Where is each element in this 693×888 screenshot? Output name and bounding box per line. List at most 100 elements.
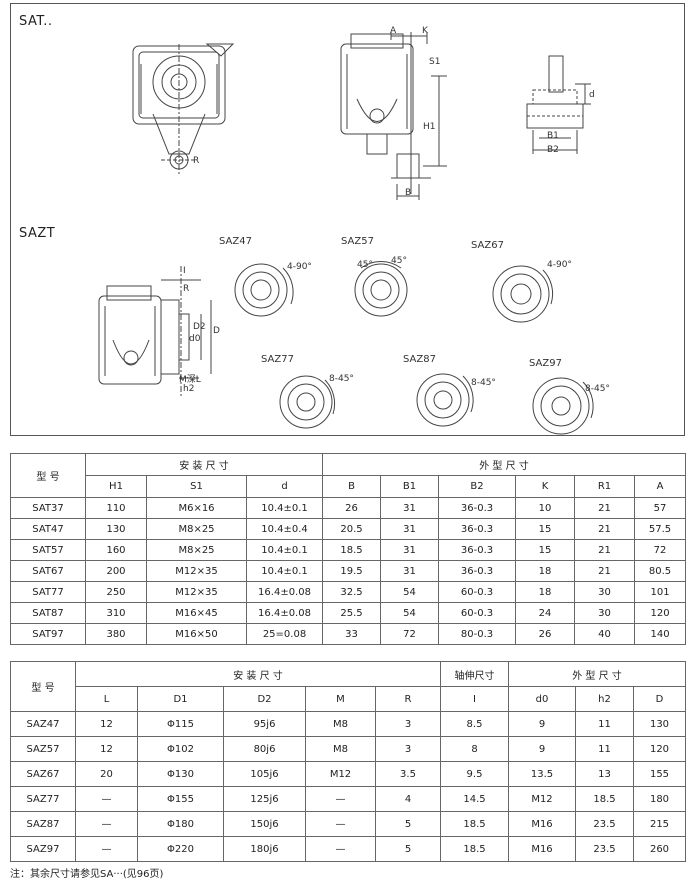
col-header: M [305, 686, 376, 712]
dim-d: d [589, 90, 595, 100]
dim-H1: H1 [423, 122, 436, 132]
sazt-side-view [98, 266, 212, 398]
model-cell: SAT57 [10, 539, 86, 561]
value-cell: 31 [380, 539, 440, 561]
value-cell: Φ220 [137, 836, 224, 862]
value-cell: Φ115 [137, 711, 224, 737]
value-cell: 40 [574, 623, 636, 645]
sat-dimension-table: 型 号 安 装 尺 寸 外 型 尺 寸 H1 S1 d B B1 B2 K R1… [10, 453, 687, 645]
dim-M: M深L [179, 375, 201, 385]
value-cell: 23.5 [575, 836, 634, 862]
value-cell: — [75, 786, 138, 812]
variant-angle: 8-45° [329, 374, 354, 384]
dim-B: B [405, 188, 412, 198]
col-header: D2 [223, 686, 306, 712]
value-cell: 15 [515, 539, 576, 561]
shaft-dims-header: 轴伸尺寸 [440, 661, 509, 687]
value-cell: 125j6 [223, 786, 306, 812]
value-cell: 60-0.3 [438, 602, 517, 624]
col-header: R1 [574, 475, 636, 498]
value-cell: 20 [75, 761, 138, 787]
saz-variant-flanges [234, 261, 594, 435]
model-cell: SAT47 [10, 518, 86, 540]
model-cell: SAT77 [10, 581, 86, 603]
value-cell: 110 [85, 497, 147, 519]
value-cell: M12 [508, 786, 576, 812]
value-cell: 18 [515, 581, 576, 603]
variant-name: SAZ47 [219, 236, 252, 247]
value-cell: Φ155 [137, 786, 224, 812]
model-cell: SAT87 [10, 602, 86, 624]
value-cell: 25.5 [322, 602, 382, 624]
value-cell: 380 [85, 623, 147, 645]
value-cell: 3.5 [375, 761, 441, 787]
value-cell: 10 [515, 497, 576, 519]
col-header: d [245, 475, 324, 498]
value-cell: 30 [574, 602, 636, 624]
value-cell: 23.5 [575, 811, 634, 837]
value-cell: 101 [634, 581, 687, 603]
value-cell: 20.5 [322, 518, 382, 540]
install-dims-header: 安 装 尺 寸 [75, 661, 441, 687]
sat-front-view [132, 43, 235, 176]
value-cell: 24 [515, 602, 576, 624]
value-cell: 160 [85, 539, 147, 561]
value-cell: 11 [575, 736, 634, 762]
dim-S1: S1 [429, 57, 441, 67]
value-cell: 72 [380, 623, 440, 645]
variant-angle: 45° [357, 260, 373, 270]
dim-R: R [193, 156, 200, 166]
value-cell: 4 [375, 786, 441, 812]
value-cell: 130 [85, 518, 147, 540]
value-cell: 14.5 [440, 786, 509, 812]
dim-A: A [390, 26, 397, 36]
value-cell: 10.4±0.1 [245, 539, 324, 561]
value-cell: Φ130 [137, 761, 224, 787]
value-cell: 36-0.3 [438, 539, 517, 561]
value-cell: M16×45 [146, 602, 247, 624]
value-cell: 19.5 [322, 560, 382, 582]
col-header: A [634, 475, 687, 498]
value-cell: 54 [380, 581, 440, 603]
value-cell: 180j6 [223, 836, 306, 862]
value-cell: 8.5 [440, 711, 509, 737]
value-cell: 200 [85, 560, 147, 582]
dim-d0: d0 [189, 334, 201, 344]
value-cell: 10.4±0.1 [245, 560, 324, 582]
value-cell: 310 [85, 602, 147, 624]
value-cell: 5 [375, 836, 441, 862]
technical-drawing [98, 32, 594, 435]
value-cell: M8 [305, 711, 376, 737]
value-cell: 12 [75, 736, 138, 762]
model-header: 型 号 [10, 453, 86, 498]
value-cell: 140 [634, 623, 687, 645]
value-cell: 5 [375, 811, 441, 837]
value-cell: 11 [575, 711, 634, 737]
col-header: K [515, 475, 576, 498]
model-cell: SAZ77 [10, 786, 76, 812]
value-cell: 15 [515, 518, 576, 540]
variant-name: SAZ77 [261, 354, 294, 365]
col-header: B1 [380, 475, 440, 498]
value-cell: 3 [375, 711, 441, 737]
value-cell: 72 [634, 539, 687, 561]
value-cell: 26 [322, 497, 382, 519]
value-cell: 3 [375, 736, 441, 762]
value-cell: 80j6 [223, 736, 306, 762]
value-cell: 9.5 [440, 761, 509, 787]
model-cell: SAT37 [10, 497, 86, 519]
variant-angle: 4-90° [547, 260, 572, 270]
value-cell: 12 [75, 711, 138, 737]
value-cell: 33 [322, 623, 382, 645]
value-cell: 31 [380, 518, 440, 540]
value-cell: 31 [380, 560, 440, 582]
value-cell: 180 [632, 786, 687, 812]
